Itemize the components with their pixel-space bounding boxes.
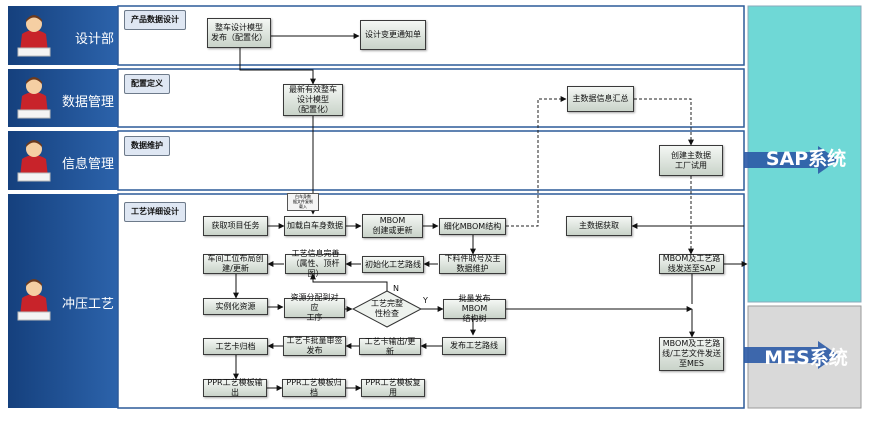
box-get-task: 获取项目任务 <box>203 216 268 236</box>
box-load-body: 加载白车身数据 <box>284 216 346 236</box>
mes-arrow <box>744 341 838 369</box>
section-product-design: 产品数据设计 <box>124 10 186 30</box>
mes-system-label: MES系统 <box>764 347 848 369</box>
box-release-route: 发布工艺路线 <box>442 337 506 355</box>
box-output-card: 工艺卡输出/更新 <box>359 337 421 356</box>
person-icon <box>17 15 51 57</box>
box-workshop-layout: 车间工位布局创 建/更新 <box>203 254 268 274</box>
box-process-info: 工艺信息完善 （属性、顶杆图） <box>285 249 346 278</box>
box-master-summary: 主数据信息汇总 <box>567 86 634 112</box>
person-icon <box>17 279 51 321</box>
lane-label-data: 数据管理 <box>61 95 114 110</box>
box-master-get: 主数据获取 <box>566 216 632 236</box>
section-process-design: 工艺详细设计 <box>124 202 186 222</box>
decision-no-label: N <box>393 284 399 293</box>
box-batch-sign: 工艺卡批量审签 发布 <box>283 336 346 356</box>
decision-diamond <box>351 290 423 328</box>
note-body-data-copy: 白车身数 据文件复制 载入 <box>287 193 319 211</box>
box-material-fetch: 下料件取号及主 数据维护 <box>439 254 506 274</box>
box-refine-mbom: 细化MBOM结构 <box>439 218 506 235</box>
box-create-master: 创建主数据 工厂试用 <box>659 145 723 176</box>
lane-body-info <box>117 130 745 191</box>
person-icon <box>17 77 51 119</box>
lane-body-data <box>117 68 745 128</box>
box-archive-card: 工艺卡归档 <box>203 338 268 355</box>
decision-label: 工艺完整 性检查 <box>371 299 403 318</box>
box-instantiate: 实例化资源 <box>203 298 268 315</box>
lane-label-design: 设计部 <box>74 32 114 47</box>
person-icon <box>17 140 51 182</box>
box-design-change: 设计变更通知单 <box>360 20 426 50</box>
section-data-maint: 数据维护 <box>124 136 170 156</box>
sap-system-label: SAP系统 <box>765 148 847 170</box>
box-latest-model: 最新有效整车 设计模型 （配置化） <box>283 84 343 116</box>
box-init-route: 初始化工艺路线 <box>362 256 424 273</box>
box-vehicle-release: 整车设计模型 发布（配置化） <box>207 18 271 48</box>
decision-yes-label: Y <box>423 296 428 305</box>
box-resource-alloc: 资源分配到对应 工序 <box>284 293 345 322</box>
box-mbom-to-sap: MBOM及工艺路 线发送至SAP <box>659 254 724 274</box>
lane-label-info: 信息管理 <box>61 157 114 172</box>
box-batch-mbom: 批量发布MBOM 结构树 <box>443 294 506 323</box>
box-ppr-archive: PPR工艺模板归档 <box>282 378 346 397</box>
section-config-define: 配置定义 <box>124 74 170 94</box>
box-mbom-to-mes: MBOM及工艺路 线/工艺文件发送 至MES <box>659 337 724 371</box>
sap-arrow <box>744 146 838 174</box>
dashed-connectors <box>506 96 694 255</box>
box-mbom-create: MBOM 创建或更新 <box>362 214 423 238</box>
lane-label-stamping: 冲压工艺 <box>61 297 114 312</box>
box-ppr-output: PPR工艺模板输出 <box>203 378 267 397</box>
box-ppr-reuse: PPR工艺模板复用 <box>361 378 425 397</box>
